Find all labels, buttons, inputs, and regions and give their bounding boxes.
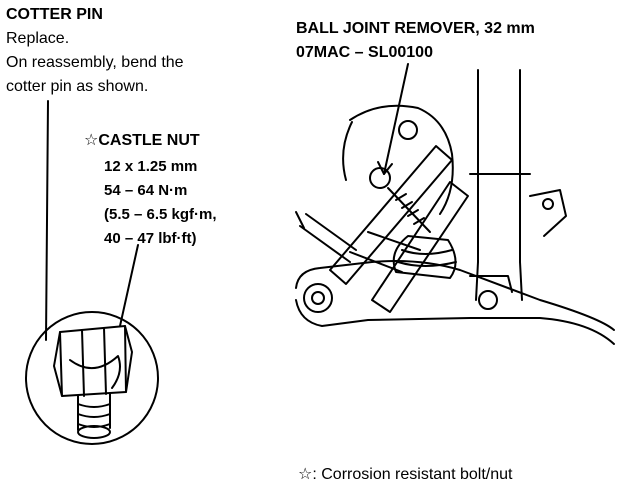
castle-nut-title-row: ☆CASTLE NUT (84, 132, 200, 150)
castle-nut-slots (81, 327, 107, 397)
castle-nut-edge-right (124, 325, 127, 393)
stud-threads (77, 403, 111, 428)
lower-arm-bottom (295, 299, 615, 345)
remover-part-no: 07MAC – SL00100 (296, 44, 433, 61)
remover-title: BALL JOINT REMOVER, 32 mm (296, 20, 535, 37)
castle-nut-torque-kgf: (5.5 – 6.5 kgf·m, (104, 206, 217, 223)
lower-stud-nut (478, 290, 498, 310)
tool-jaw-upper (329, 145, 453, 285)
bracket-bolt (542, 198, 554, 210)
strut-lower (475, 261, 523, 301)
castle-nut-torque-lbf: 40 – 47 lbf·ft) (104, 230, 197, 247)
tool-jaw-lower (371, 181, 469, 313)
strut-bracket (529, 189, 567, 237)
ball-joint-remover-tool (329, 145, 469, 313)
tool-bolt-shaft (387, 187, 431, 233)
star-icon: ☆ (84, 132, 99, 149)
cotter-pin-line2: On reassembly, bend the (6, 54, 184, 71)
legend-text: Corrosion resistant bolt/nut (321, 466, 513, 483)
cotter-pin-line3: cotter pin as shown. (6, 78, 149, 95)
ball-joint-boot (392, 235, 457, 279)
knuckle-boss (398, 120, 418, 140)
legend-star-icon: ☆: (298, 466, 317, 483)
tool-threads (395, 193, 425, 225)
suspension-assembly (295, 69, 615, 345)
strut-body (477, 69, 521, 263)
boot-ribs (397, 249, 457, 267)
cotter-pin-bent (69, 355, 121, 389)
castle-nut-torque-nm: 54 – 64 N·m (104, 182, 188, 199)
remover-leader-arrow (377, 161, 393, 175)
castle-nut-leader (119, 244, 139, 327)
lower-arm-top (295, 260, 615, 331)
cotter-pin-line1: Replace. (6, 30, 70, 47)
castle-nut-inset (25, 311, 159, 445)
stud-end (77, 425, 111, 439)
cotter-pin-title: COTTER PIN (6, 6, 103, 23)
stab-link-end (295, 211, 305, 229)
tool-crossbar (349, 231, 421, 273)
knuckle-top (349, 104, 454, 215)
castle-nut-title: CASTLE NUT (98, 132, 200, 149)
inset-circle (25, 311, 159, 445)
cotter-pin-leader (45, 100, 49, 341)
legend: ☆: Corrosion resistant bolt/nut (298, 466, 512, 484)
stab-link (299, 213, 357, 263)
castle-nut-edge (59, 331, 63, 397)
knuckle-left (342, 121, 353, 181)
lower-stud-bracket (469, 275, 513, 293)
arm-bushing-inner (311, 291, 325, 305)
castle-nut-size: 12 x 1.25 mm (104, 158, 198, 175)
arm-bushing-outer (303, 283, 333, 313)
remover-leader (383, 63, 409, 175)
